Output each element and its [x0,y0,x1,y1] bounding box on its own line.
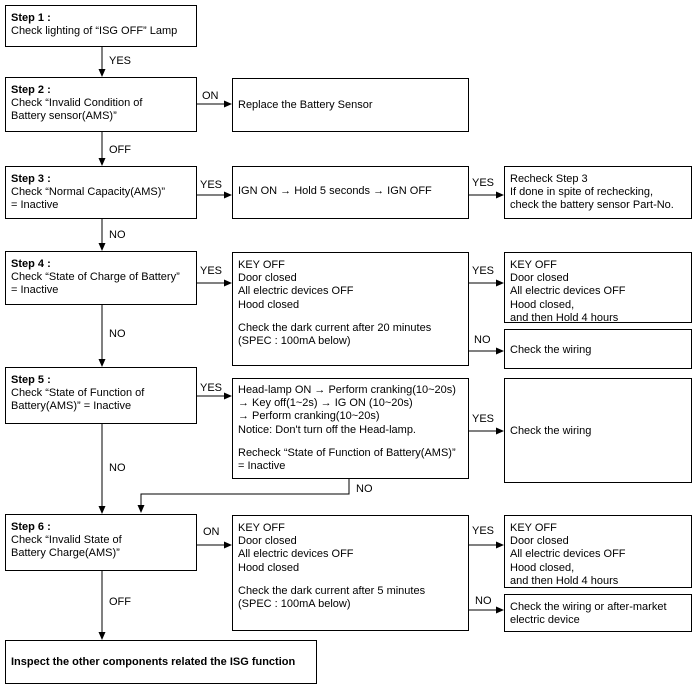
step-4-text-2: = Inactive [11,284,59,297]
step-5-text-2: Battery(AMS)” = Inactive [11,400,132,413]
step4-yes-line-2: Door closed [238,272,297,285]
step5-yes-line-4: Notice: Don't turn off the Head-lamp. [238,423,416,436]
edge-label-s5-yes: YES [200,382,223,394]
edge-label-s4-no2: NO [474,334,491,346]
step4-yes-line-3: All electric devices OFF [238,285,354,298]
step6-on-no-box: Check the wiring or after-market electri… [504,594,692,632]
edge-label-s5-no2: NO [356,483,373,495]
step4-yes-line-1: KEY OFF [238,259,285,271]
step-4-title: Step 4 : [11,258,51,270]
edge-label-s4-yes2: YES [472,265,495,277]
step-4-box: Step 4 : Check “State of Charge of Batte… [5,251,197,305]
step3-recheck-line-3: check the battery sensor Part-No. [510,199,674,212]
step5-yes-line-1: Head-lamp ON → Perform cranking(10~20s) [238,384,456,396]
edge-label-s3-yes2: YES [472,177,495,189]
step-1-text: Check lighting of “ISG OFF” Lamp [11,25,178,38]
step5-yes-box: Head-lamp ON → Perform cranking(10~20s) … [232,378,469,479]
step-2-title: Step 2 : [11,84,51,96]
edge-label-s6-off: OFF [109,596,131,608]
step5-yes-line-2: → Key off(1~2s) → IG ON (10~20s) [238,397,413,410]
step3-yes-box: IGN ON → Hold 5 seconds → IGN OFF [232,166,469,219]
step6-on-line-4: Hood closed [238,561,300,574]
step4-no-box: Check the wiring [504,329,692,369]
arrow-step5-no-return [137,479,350,513]
step4-yes-line-6: Check the dark current after 20 minutes [238,321,432,334]
edge-label-s6-on: ON [203,526,220,538]
step2-on-box: Replace the Battery Sensor [232,78,469,132]
step6-on-box: KEY OFF Door closed All electric devices… [232,515,469,631]
step-1-title: Step 1 : [11,12,51,24]
step-6-text-1: Check “Invalid State of [11,534,122,547]
final-box-text: Inspect the other components related the… [11,656,296,668]
edge-label-s1-yes: YES [109,55,132,67]
step6-on-no-line-1: Check the wiring or after-market [510,601,667,613]
step3-yes-text: IGN ON → Hold 5 seconds → IGN OFF [238,185,432,197]
step5-yes-yes-text: Check the wiring [510,425,592,437]
step6-on-yes-line-1: KEY OFF [510,522,557,534]
step3-recheck-line-2: If done in spite of rechecking, [510,186,654,199]
step6-on-yes-line-2: Door closed [510,535,569,548]
edge-label-s6-no: NO [475,595,492,607]
edge-label-s3-yes: YES [200,179,223,191]
step3-recheck-line-1: Recheck Step 3 [510,173,588,185]
step-3-box: Step 3 : Check “Normal Capacity(AMS)” = … [5,166,197,219]
step-6-box: Step 6 : Check “Invalid State of Battery… [5,514,197,571]
step5-yes-line-6: Recheck “State of Function of Battery(AM… [238,446,456,459]
step4-yes-yes-box: KEY OFF Door closed All electric devices… [504,252,692,324]
edge-label-s6-yes: YES [472,525,495,537]
step6-on-line-1: KEY OFF [238,522,285,534]
step4-yes-yes-line-4: Hood closed, [510,298,575,311]
step6-on-yes-line-5: and then Hold 4 hours [510,574,619,587]
edge-label-s5-yes2: YES [472,413,495,425]
step-5-text-1: Check “State of Function of [11,387,145,400]
step3-recheck-box: Recheck Step 3 If done in spite of reche… [504,166,692,219]
step-4-text-1: Check “State of Charge of Battery” [11,271,180,284]
edge-label-s2-on: ON [202,90,219,102]
step5-yes-yes-box: Check the wiring [504,378,692,483]
step-2-box: Step 2 : Check “Invalid Condition of Bat… [5,77,197,132]
edge-label-s5-no: NO [109,462,126,474]
step6-on-yes-line-4: Hood closed, [510,561,575,574]
step4-no-text: Check the wiring [510,344,592,356]
step-2-text-1: Check “Invalid Condition of [11,97,143,110]
step6-on-line-3: All electric devices OFF [238,548,354,561]
step6-on-line-7: (SPEC : 100mA below) [238,598,351,611]
step4-yes-yes-line-3: All electric devices OFF [510,285,626,298]
step-5-box: Step 5 : Check “State of Function of Bat… [5,367,197,424]
step-6-title: Step 6 : [11,521,51,533]
step4-yes-box: KEY OFF Door closed All electric devices… [232,252,469,366]
step6-on-line-6: Check the dark current after 5 minutes [238,584,426,597]
step5-yes-line-7: = Inactive [238,460,286,473]
step-3-text-1: Check “Normal Capacity(AMS)” [11,186,166,199]
step6-on-line-2: Door closed [238,535,297,548]
step-2-text-2: Battery sensor(AMS)” [11,110,117,123]
edge-label-s4-no: NO [109,328,126,340]
step-6-text-2: Battery Charge(AMS)” [11,547,120,560]
edge-label-s3-no: NO [109,229,126,241]
step4-yes-line-7: (SPEC : 100mA below) [238,335,351,348]
step4-yes-yes-line-2: Door closed [510,272,569,285]
final-box: Inspect the other components related the… [5,640,317,684]
step4-yes-yes-line-1: KEY OFF [510,259,557,271]
edge-label-s4-yes: YES [200,265,223,277]
edge-label-s2-off: OFF [109,144,131,156]
step-3-text-2: = Inactive [11,199,59,212]
step6-on-yes-line-3: All electric devices OFF [510,548,626,561]
step4-yes-line-4: Hood closed [238,298,300,311]
step-1-box: Step 1 : Check lighting of “ISG OFF” Lam… [5,5,197,47]
step6-on-no-line-2: electric device [510,614,580,627]
step2-on-text: Replace the Battery Sensor [238,99,373,111]
step-5-title: Step 5 : [11,374,51,386]
step5-yes-line-3: → Perform cranking(10~20s) [238,410,380,423]
step-3-title: Step 3 : [11,173,51,185]
step6-on-yes-box: KEY OFF Door closed All electric devices… [504,515,692,588]
step4-yes-yes-line-5: and then Hold 4 hours [510,311,619,324]
